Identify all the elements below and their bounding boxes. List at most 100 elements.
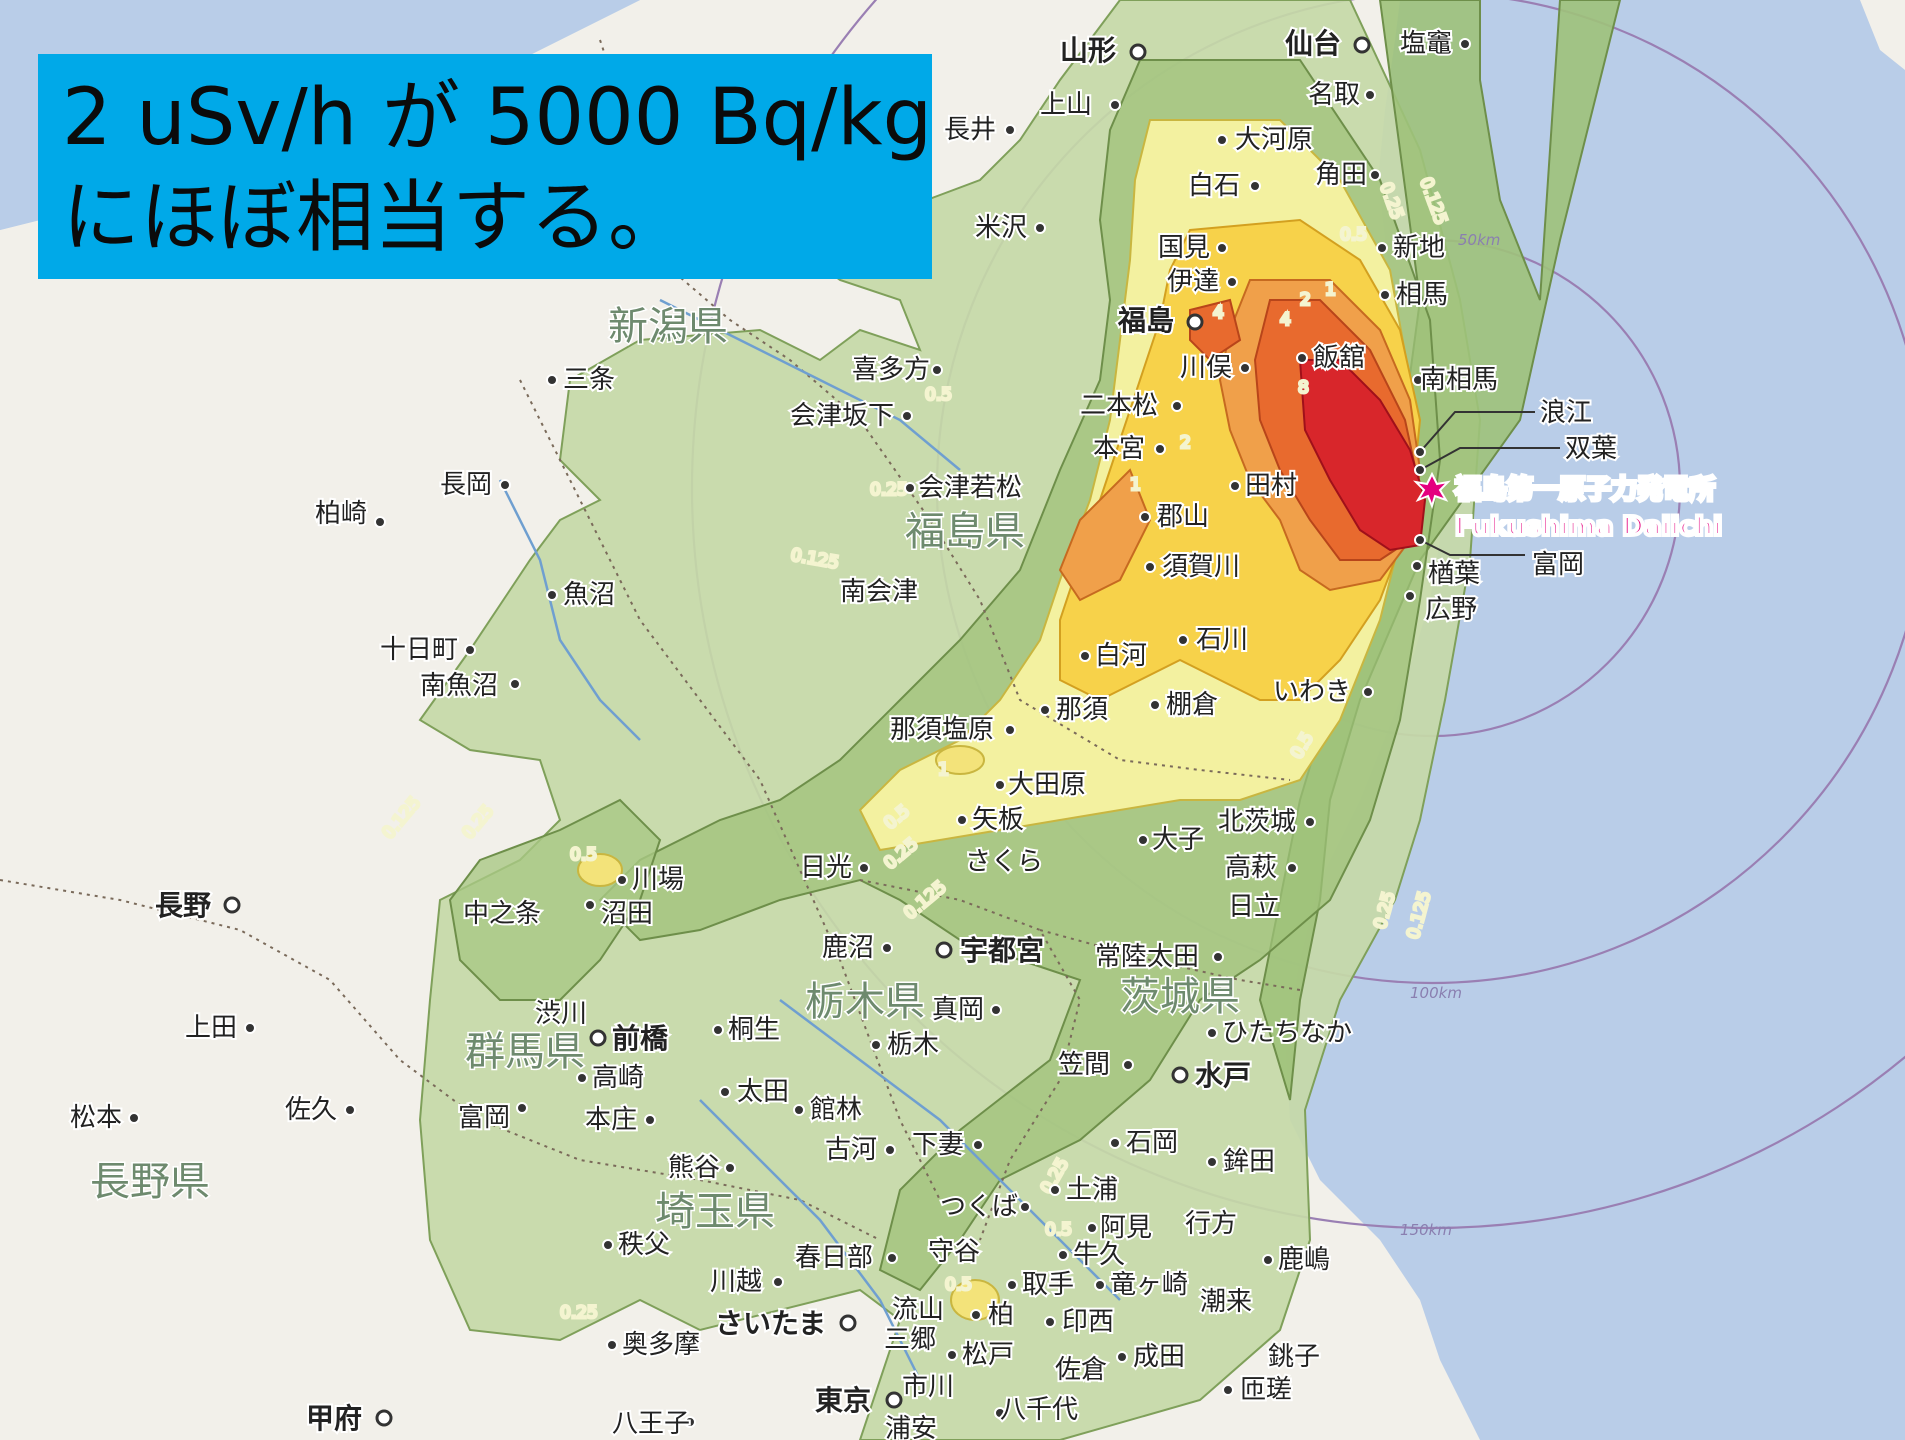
capital-markers: 山形 仙台 福島 宇都宮 前橋 水戸 さいたま 東京 長野 甲府 (153, 25, 1371, 1437)
svg-text:相馬: 相馬 (1396, 280, 1448, 310)
svg-text:楢葉: 楢葉 (1428, 559, 1480, 589)
svg-text:行方: 行方 (1185, 1209, 1237, 1239)
svg-text:牛久: 牛久 (1073, 1240, 1125, 1270)
svg-text:本宮: 本宮 (1093, 434, 1145, 464)
svg-text:魚沼: 魚沼 (563, 580, 615, 610)
prefecture-names: 新潟県 福島県 栃木県 群馬県 茨城県 埼玉県 長野県 (89, 303, 1242, 1237)
svg-text:竜ヶ崎: 竜ヶ崎 (1110, 1270, 1188, 1300)
svg-text:熊谷: 熊谷 (668, 1153, 720, 1183)
svg-text:潮来: 潮来 (1200, 1287, 1252, 1317)
svg-text:川俣: 川俣 (1180, 353, 1232, 383)
svg-text:富岡: 富岡 (458, 1103, 510, 1133)
svg-text:流山: 流山 (892, 1295, 944, 1325)
svg-text:飯舘: 飯舘 (1313, 343, 1365, 373)
svg-text:0.5: 0.5 (1340, 225, 1367, 245)
ring-label-100km: 100km (1410, 984, 1462, 1002)
svg-text:白河: 白河 (1095, 641, 1147, 671)
svg-text:成田: 成田 (1133, 1342, 1185, 1372)
svg-text:上山: 上山 (1040, 90, 1092, 120)
svg-text:佐久: 佐久 (285, 1095, 337, 1125)
hotspot-1-nasushiobara (935, 745, 985, 775)
svg-text:会津若松: 会津若松 (918, 473, 1022, 503)
pref-nagano: 長野県 (90, 1159, 210, 1205)
svg-text:佐倉: 佐倉 (1055, 1355, 1107, 1385)
prefecture-borders (0, 39, 1301, 1241)
svg-text:広野: 広野 (1425, 595, 1477, 625)
svg-text:八王子: 八王子 (612, 1409, 690, 1439)
svg-text:8: 8 (1298, 378, 1309, 398)
svg-text:館林: 館林 (810, 1095, 862, 1125)
svg-text:印西: 印西 (1062, 1307, 1114, 1337)
svg-text:真岡: 真岡 (932, 995, 984, 1025)
svg-text:4: 4 (1280, 310, 1291, 330)
svg-text:日立: 日立 (1228, 892, 1280, 922)
pref-gunma: 群馬県 (465, 1029, 585, 1075)
svg-text:0.5: 0.5 (570, 845, 597, 865)
plant-marker-icon (1413, 471, 1451, 510)
svg-text:大子: 大子 (1152, 825, 1204, 855)
pref-tochigi: 栃木県 (805, 979, 925, 1025)
svg-text:阿見: 阿見 (1100, 1213, 1152, 1243)
svg-text:つくば: つくば (940, 1192, 1018, 1222)
svg-text:本庄: 本庄 (585, 1105, 637, 1135)
hotspot-05-kawaba (577, 853, 623, 887)
svg-text:南魚沼: 南魚沼 (420, 671, 498, 701)
svg-text:角田: 角田 (1315, 160, 1367, 190)
svg-text:春日部: 春日部 (795, 1243, 873, 1273)
svg-text:常陸太田: 常陸太田 (1095, 942, 1199, 972)
svg-text:白石: 白石 (1188, 171, 1240, 201)
svg-text:栃木: 栃木 (887, 1030, 939, 1060)
city-yamagata: 山形 (1060, 34, 1116, 67)
ring-label-150km: 150km (1400, 1221, 1452, 1239)
svg-text:秩父: 秩父 (618, 1230, 670, 1260)
svg-text:0.5: 0.5 (1045, 1220, 1072, 1240)
svg-text:高崎: 高崎 (592, 1063, 644, 1093)
svg-text:高萩: 高萩 (1225, 853, 1277, 883)
svg-text:大田原: 大田原 (1008, 770, 1086, 800)
pref-fukushima: 福島県 (905, 509, 1025, 555)
svg-text:会津坂下: 会津坂下 (790, 401, 894, 431)
city-nagano: 長野 (155, 889, 211, 922)
svg-text:長井: 長井 (944, 115, 996, 145)
svg-text:1: 1 (938, 760, 949, 780)
svg-text:八千代: 八千代 (1000, 1395, 1078, 1425)
svg-text:さくら: さくら (965, 847, 1043, 877)
pref-ibaraki: 茨城県 (1120, 974, 1240, 1020)
svg-text:二本松: 二本松 (1080, 391, 1158, 421)
city-fukushima: 福島 (1117, 304, 1174, 337)
svg-text:匝瑳: 匝瑳 (1240, 1375, 1292, 1405)
svg-text:1: 1 (1130, 475, 1141, 495)
svg-text:中之条: 中之条 (463, 899, 541, 929)
svg-text:棚倉: 棚倉 (1166, 690, 1218, 720)
svg-text:笠間: 笠間 (1058, 1050, 1110, 1080)
svg-text:伊達: 伊達 (1167, 267, 1219, 297)
svg-text:市川: 市川 (902, 1372, 954, 1402)
svg-text:鉾田: 鉾田 (1223, 1147, 1275, 1177)
svg-text:古河: 古河 (825, 1135, 877, 1165)
svg-text:浦安: 浦安 (885, 1414, 937, 1440)
svg-text:石岡: 石岡 (1126, 1128, 1178, 1158)
svg-text:0.25: 0.25 (560, 1303, 598, 1323)
svg-text:南会津: 南会津 (840, 577, 918, 607)
city-sendai: 仙台 (1285, 27, 1341, 60)
city-utsunomiya: 宇都宮 (960, 934, 1044, 967)
svg-text:1: 1 (1325, 280, 1336, 300)
svg-text:長岡: 長岡 (440, 470, 492, 500)
city-markers: 塩竈 名取 上山 長井 大河原 角田 白石 米沢 国見 新地 伊達 相馬 喜多方… (68, 27, 1500, 1440)
svg-text:渋川: 渋川 (535, 999, 587, 1029)
plant-name-en: Fukushima Daiichi (1455, 512, 1722, 542)
svg-text:2: 2 (1300, 290, 1311, 310)
svg-text:銚子: 銚子 (1268, 1342, 1320, 1372)
svg-text:0.5: 0.5 (925, 385, 952, 405)
svg-text:日光: 日光 (800, 853, 852, 883)
svg-text:矢板: 矢板 (972, 805, 1024, 835)
svg-text:柏崎: 柏崎 (315, 499, 367, 529)
contour-025-west (448, 798, 662, 1001)
city-saitama: さいたま (715, 1307, 826, 1340)
svg-text:十日町: 十日町 (380, 635, 458, 665)
svg-text:那須: 那須 (1056, 695, 1108, 725)
svg-text:土浦: 土浦 (1066, 1175, 1118, 1205)
svg-text:守谷: 守谷 (928, 1237, 980, 1267)
island (1860, 0, 1905, 70)
svg-text:大河原: 大河原 (1235, 125, 1313, 155)
